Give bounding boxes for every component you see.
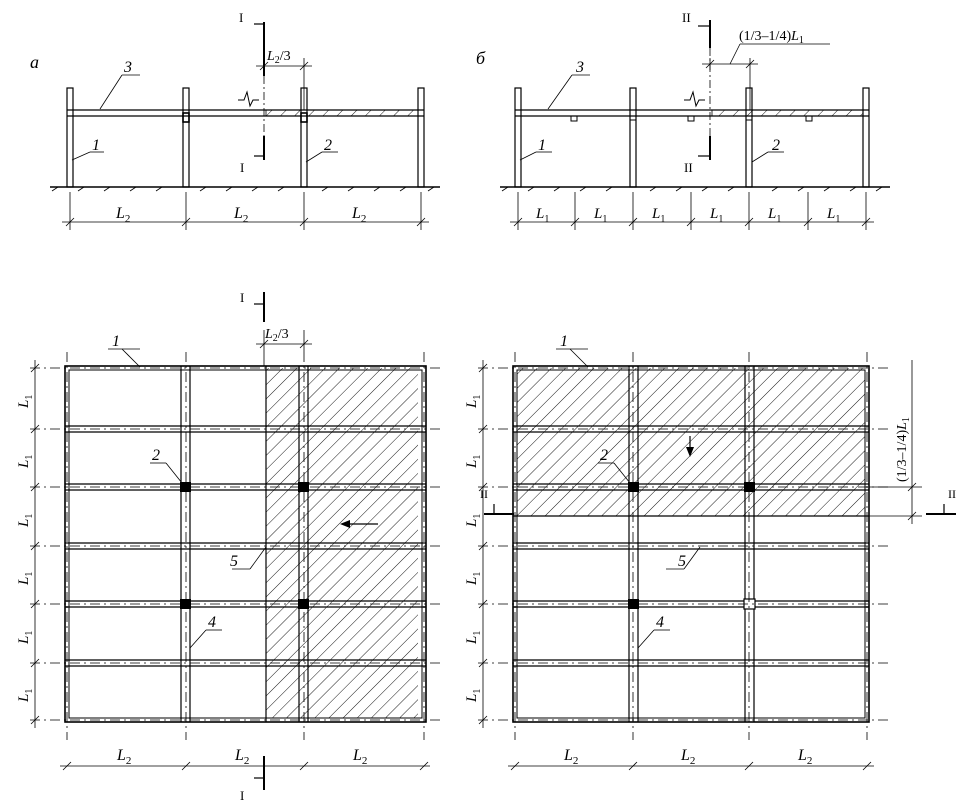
columns-b [514, 87, 870, 188]
dim-L1-b-5: L1 [767, 206, 781, 225]
dim-L2-a-2: L2 [233, 205, 248, 225]
callout-3-a: 3 [123, 59, 132, 76]
dim-L1-b-3: L1 [651, 206, 665, 225]
section-mark-I-elevation: I I [239, 10, 265, 175]
dim-L2-plan-a-2: L2 [234, 747, 249, 767]
slab-b [515, 90, 869, 122]
dim-L2-third-a: L2/3 [256, 49, 312, 110]
dim-L1-b-2: L1 [593, 206, 607, 225]
dim-L2-plan-a-3: L2 [352, 747, 367, 767]
dim-L2-plan-b-1: L2 [563, 747, 578, 767]
dim-L2-plan-b-2: L2 [680, 747, 695, 767]
dim-chain-b [510, 192, 874, 230]
dim-frac-b-plan: (1/3–1/4)L1 [895, 417, 912, 482]
dim-L1-plan-a-2: L1 [16, 455, 35, 469]
section-label-II-top: II [682, 10, 691, 25]
dim-L1-b-4: L1 [709, 206, 723, 225]
panel-b-plan: II II (1/3–1/4)L1 L1 L1 L1 L1 L1 L1 [464, 333, 956, 771]
callout-4-plan-b: 4 [656, 614, 664, 631]
direction-arrow-b [686, 436, 694, 457]
callout-2-plan-b: 2 [600, 447, 608, 464]
section-label-I-plan-top: I [240, 290, 244, 305]
section-mark-II-elevation: II II [682, 10, 711, 175]
section-label-II-plan-right: II [948, 487, 956, 501]
columns-a [66, 87, 425, 188]
section-label-II-plan-left: II [480, 487, 488, 501]
panel-b-letter: б [476, 48, 486, 68]
dim-L1-plan-b-6: L1 [464, 689, 483, 703]
section-mark-II-plan: II II [480, 487, 956, 515]
section-mark-I-plan: I I [240, 290, 265, 803]
section-label-I-plan-bottom: I [240, 788, 244, 803]
dim-L1-plan-b-3: L1 [464, 514, 483, 528]
ground-hatch [51, 186, 435, 192]
panel-a-letter: а [30, 52, 39, 72]
callout-4-plan-a: 4 [208, 614, 216, 631]
direction-arrow-a [340, 520, 378, 528]
dim-frac-b-elevation [702, 43, 830, 110]
dim-L2-a-3: L2 [351, 205, 366, 225]
section-label-I-bottom: I [240, 160, 244, 175]
ground-hatch-b [501, 186, 883, 192]
callout-1-plan-a: 1 [112, 333, 120, 350]
dim-L1-plan-a-4: L1 [16, 572, 35, 586]
dim-L1-b-6: L1 [826, 206, 840, 225]
callout-1-plan-b: 1 [560, 333, 568, 350]
svg-text:L2/3: L2/3 [266, 49, 291, 66]
section-label-I-top: I [239, 10, 243, 25]
callout-1-b: 1 [538, 137, 546, 154]
slab-a [67, 90, 424, 123]
callout-3-b: 3 [575, 59, 584, 76]
dim-L1-plan-a-5: L1 [16, 631, 35, 645]
dim-L1-plan-a-6: L1 [16, 689, 35, 703]
dim-L1-plan-a-1: L1 [16, 395, 35, 409]
callout-2-plan-a: 2 [152, 447, 160, 464]
section-label-II-bottom: II [684, 160, 693, 175]
dim-L2-third-plan: L2/3 [264, 327, 289, 344]
callouts-b [519, 74, 784, 163]
dim-L2-plan-a-1: L2 [116, 747, 131, 767]
dim-L1-plan-b-4: L1 [464, 572, 483, 586]
dim-L1-plan-b-2: L1 [464, 455, 483, 469]
dim-L1-b-1: L1 [535, 206, 549, 225]
panel-a-elevation: а I I [30, 10, 440, 230]
dim-chain-a [62, 192, 429, 230]
dim-L1-plan-a-3: L1 [16, 514, 35, 528]
panel-a-plan: I I L2/3 L1 L1 L1 L1 L1 L1 [16, 290, 440, 803]
panel-b-elevation: б [476, 10, 890, 230]
dim-L1-plan-b-5: L1 [464, 631, 483, 645]
hatched-zone-b [517, 368, 865, 516]
callout-2-b: 2 [772, 137, 780, 154]
dim-frac-b-top: (1/3–1/4)L1 [739, 29, 804, 46]
callouts-a [71, 74, 338, 163]
callout-5-plan-a: 5 [230, 553, 238, 570]
dim-L1-plan-b-1: L1 [464, 395, 483, 409]
callout-2-a: 2 [324, 137, 332, 154]
dim-L2-a-1: L2 [115, 205, 130, 225]
callout-5-plan-b: 5 [678, 553, 686, 570]
dim-L2-plan-b-3: L2 [797, 747, 812, 767]
callout-1-a: 1 [92, 137, 100, 154]
